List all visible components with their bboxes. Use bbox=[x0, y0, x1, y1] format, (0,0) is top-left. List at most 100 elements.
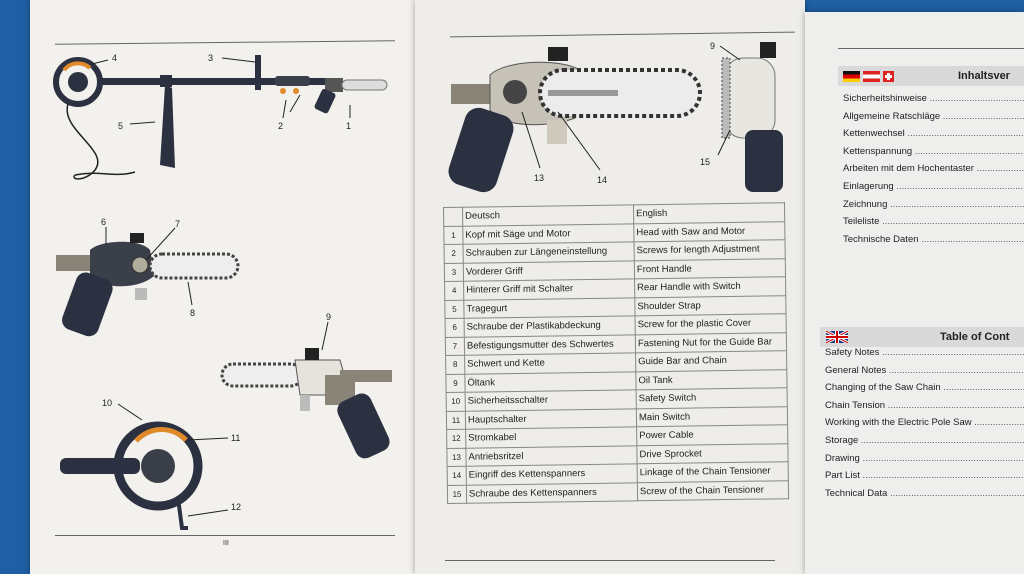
chain-tensioner-illustration bbox=[448, 47, 702, 193]
row-en: Drive Sprocket bbox=[636, 443, 789, 464]
row-en: Safety Switch bbox=[636, 387, 788, 409]
row-en: Main Switch bbox=[636, 406, 788, 427]
flags-de-at-ch bbox=[843, 70, 897, 82]
row-num: 15 bbox=[447, 484, 467, 504]
row-en: Screw for the plastic Cover bbox=[635, 313, 787, 335]
callout-9-right: 9 bbox=[710, 41, 715, 51]
uk-flag-icon bbox=[825, 329, 849, 345]
germany-flag-icon bbox=[843, 70, 860, 82]
row-en: Linkage of the Chain Tensioner bbox=[637, 461, 789, 483]
row-en: Power Cable bbox=[636, 424, 788, 446]
row-num: 8 bbox=[445, 355, 465, 374]
row-de: Stromkabel bbox=[465, 426, 637, 448]
row-num: 11 bbox=[446, 410, 466, 430]
callout-6: 6 bbox=[101, 217, 106, 227]
toc-item[interactable]: Technische Daten bbox=[843, 234, 1024, 252]
toc-en-list: Safety Notes General Notes Changing of t… bbox=[825, 347, 1024, 505]
row-de: Schwert und Kette bbox=[464, 352, 636, 374]
toc-item[interactable]: Arbeiten mit dem Hochentaster bbox=[843, 163, 1024, 181]
row-num: 9 bbox=[445, 373, 466, 393]
row-num: 5 bbox=[444, 299, 465, 319]
callout-3: 3 bbox=[208, 53, 213, 63]
row-de: Vorderer Griff bbox=[463, 260, 635, 282]
callout-leaders-fig1 bbox=[91, 57, 351, 125]
callout-8: 8 bbox=[190, 308, 195, 318]
bottom-rule bbox=[55, 535, 395, 536]
toc-de-header: Inhaltsver bbox=[838, 66, 1024, 86]
table-header-de: Deutsch bbox=[462, 204, 634, 226]
row-en: Fastening Nut for the Guide Bar bbox=[635, 332, 787, 353]
row-num: 12 bbox=[446, 429, 466, 448]
callout-5: 5 bbox=[118, 121, 123, 131]
row-num: 6 bbox=[445, 318, 465, 337]
toc-de-list: Sicherheitshinweise Allgemeine Ratschläg… bbox=[843, 93, 1024, 251]
row-num: 2 bbox=[444, 244, 464, 263]
callout-12: 12 bbox=[231, 502, 241, 512]
callout-11: 11 bbox=[231, 433, 240, 443]
callout-10: 10 bbox=[102, 398, 112, 408]
toc-item[interactable]: Kettenspannung bbox=[843, 146, 1024, 164]
callout-4: 4 bbox=[112, 53, 117, 63]
callout-13: 13 bbox=[534, 173, 544, 183]
toc-en-title: Table of Cont bbox=[940, 331, 1010, 343]
toc-item[interactable]: Kettenwechsel bbox=[843, 128, 1024, 146]
toc-item[interactable]: Technical Data bbox=[825, 488, 1024, 506]
row-num: 1 bbox=[443, 225, 464, 245]
toc-item[interactable]: Teileliste bbox=[843, 216, 1024, 234]
row-num: 3 bbox=[444, 262, 464, 282]
row-de: Öltank bbox=[464, 371, 637, 393]
row-en: Front Handle bbox=[634, 258, 786, 279]
pole-saw-illustration bbox=[53, 55, 388, 180]
row-de: Tragegurt bbox=[463, 297, 636, 319]
row-num: 10 bbox=[446, 392, 466, 411]
row-en: Rear Handle with Switch bbox=[634, 276, 786, 298]
leader-9-left bbox=[321, 321, 329, 351]
toc-item[interactable]: Changing of the Saw Chain bbox=[825, 382, 1024, 400]
saw-head-left-illustration bbox=[56, 233, 240, 337]
row-de: Sicherheitsschalter bbox=[465, 389, 637, 411]
callout-2: 2 bbox=[278, 121, 283, 131]
row-de: Eingriff des Kettenspanners bbox=[466, 463, 638, 485]
row-de: Antriebsritzel bbox=[465, 445, 638, 467]
callout-1: 1 bbox=[346, 121, 351, 131]
callout-7: 7 bbox=[175, 219, 180, 229]
row-en: Shoulder Strap bbox=[634, 295, 787, 316]
row-de: Schraube des Kettenspanners bbox=[466, 482, 638, 504]
callout-14: 14 bbox=[597, 175, 607, 185]
row-en: Guide Bar and Chain bbox=[635, 350, 787, 372]
toc-item[interactable]: Sicherheitshinweise bbox=[843, 93, 1024, 111]
toc-item[interactable]: Part List bbox=[825, 470, 1024, 488]
toc-item[interactable]: Working with the Electric Pole Saw bbox=[825, 417, 1024, 435]
toc-item[interactable]: Safety Notes bbox=[825, 347, 1024, 365]
switzerland-flag-icon bbox=[883, 70, 894, 82]
callout-leaders-fig5 bbox=[521, 45, 741, 171]
row-en: Head with Saw and Motor bbox=[633, 221, 785, 242]
mid-bottom-rule bbox=[445, 560, 775, 561]
toc-en-header: Table of Cont bbox=[820, 327, 1024, 347]
row-de: Schraube der Plastikabdeckung bbox=[464, 315, 636, 337]
toc-item[interactable]: General Notes bbox=[825, 365, 1024, 383]
row-num: 13 bbox=[446, 447, 467, 467]
right-top-rule bbox=[838, 48, 1024, 49]
toc-item[interactable]: Einlagerung bbox=[843, 181, 1024, 199]
row-num: 7 bbox=[445, 336, 465, 356]
rear-handle-illustration bbox=[60, 421, 203, 530]
table-header-num bbox=[443, 207, 463, 226]
saw-head-right-illustration bbox=[220, 348, 392, 459]
toc-item[interactable]: Drawing bbox=[825, 453, 1024, 471]
toc-item[interactable]: Storage bbox=[825, 435, 1024, 453]
toc-item[interactable]: Chain Tension bbox=[825, 400, 1024, 418]
row-de: Hauptschalter bbox=[465, 408, 637, 430]
callout-leaders-fig4 bbox=[117, 403, 229, 517]
row-de: Schrauben zur Längeneinstellung bbox=[463, 241, 635, 263]
row-de: Hinterer Griff mit Schalter bbox=[463, 278, 635, 300]
callout-15: 15 bbox=[700, 157, 710, 167]
row-de: Kopf mit Säge und Motor bbox=[462, 223, 635, 245]
toc-item[interactable]: Allgemeine Ratschläge bbox=[843, 111, 1024, 129]
toc-item[interactable]: Zeichnung bbox=[843, 199, 1024, 217]
row-de: Befestigungsmutter des Schwertes bbox=[464, 334, 636, 356]
table-header-en: English bbox=[633, 202, 785, 224]
